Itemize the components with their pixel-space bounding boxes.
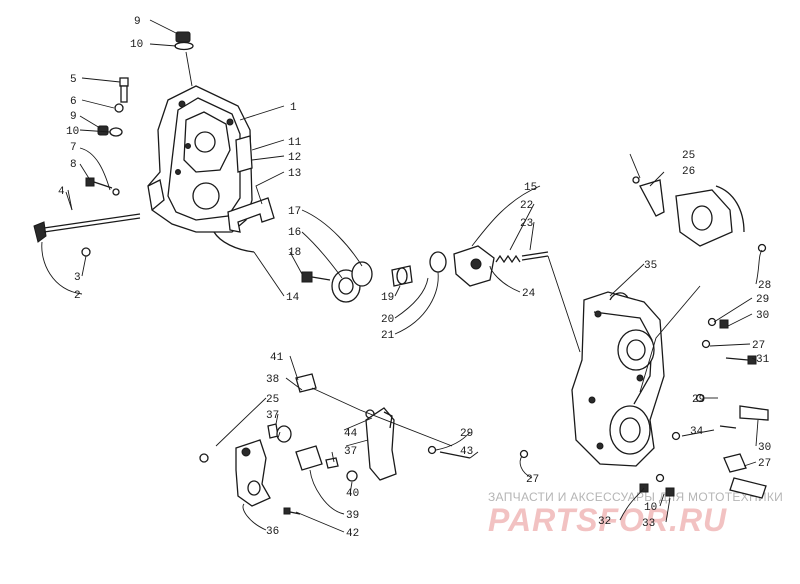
callout-43: 43 [460, 446, 473, 458]
callout-10: 10 [66, 126, 79, 138]
vent-fitting [114, 77, 129, 113]
callout-27: 27 [526, 474, 539, 486]
top-bracket [632, 176, 745, 247]
callout-34: 34 [690, 426, 704, 438]
callout-6: 6 [70, 96, 77, 108]
gear-case [571, 291, 665, 467]
bracket [227, 197, 275, 233]
callout-39: 39 [346, 510, 359, 522]
callout-37: 37 [266, 410, 279, 422]
callout-27: 27 [752, 340, 765, 352]
drain-plug [97, 125, 123, 137]
callout-29: 29 [460, 428, 473, 440]
callout-25: 25 [266, 394, 279, 406]
callout-20: 20 [381, 314, 394, 326]
callout-12: 12 [288, 152, 301, 164]
callout-18: 18 [288, 247, 301, 259]
leader-lines [41, 19, 763, 533]
callout-27: 27 [758, 458, 771, 470]
callout-41: 41 [270, 352, 284, 364]
callout-13: 13 [288, 168, 301, 180]
callout-9: 9 [134, 16, 141, 28]
callout-7: 7 [70, 142, 77, 154]
callout-25: 25 [682, 150, 695, 162]
callout-11: 11 [288, 137, 302, 149]
callout-40: 40 [346, 488, 359, 500]
callout-19: 19 [381, 292, 394, 304]
callout-21: 21 [381, 330, 395, 342]
callout-2: 2 [74, 290, 81, 302]
callout-29: 29 [756, 294, 769, 306]
callout-3: 3 [74, 272, 81, 284]
callout-30: 30 [756, 310, 769, 322]
callout-labels: 9 10 5 6 9 10 7 8 4 3 2 1 11 12 13 14 17… [58, 16, 771, 540]
watermark: ЗАПЧАСТИ И АКСЕССУАРЫ ДЛЯ МОТОТЕХНИКИ PA… [488, 490, 783, 538]
callout-44: 44 [344, 428, 358, 440]
callout-37: 37 [344, 446, 357, 458]
callout-23: 23 [520, 218, 533, 230]
callout-14: 14 [286, 292, 300, 304]
gasket-plate [235, 135, 253, 173]
callout-38: 38 [266, 374, 279, 386]
fill-cap [174, 31, 194, 87]
callout-9: 9 [70, 111, 77, 123]
callout-42: 42 [346, 528, 359, 540]
tensioner-group [301, 245, 549, 303]
callout-5: 5 [70, 74, 77, 86]
callout-36: 36 [266, 526, 279, 538]
watermark-logo: PARTSFOR.RU [488, 502, 727, 538]
callout-10: 10 [130, 39, 143, 51]
callout-33: 33 [642, 518, 655, 530]
callout-22: 22 [520, 200, 533, 212]
callout-8: 8 [70, 159, 77, 171]
callout-26: 26 [682, 166, 695, 178]
cover-bolt [85, 177, 120, 196]
callout-32: 32 [598, 516, 611, 528]
callout-35: 35 [644, 260, 657, 272]
callout-1: 1 [290, 102, 297, 114]
callout-29: 29 [692, 394, 705, 406]
o-ring-cord [213, 231, 255, 253]
callout-10: 10 [644, 502, 657, 514]
callout-31: 31 [756, 354, 770, 366]
callout-4: 4 [58, 186, 65, 198]
brake-shaft [33, 191, 141, 243]
callout-17: 17 [288, 206, 301, 218]
callout-30: 30 [758, 442, 771, 454]
callout-15: 15 [524, 182, 537, 194]
callout-28: 28 [758, 280, 771, 292]
chaincase-cover [147, 85, 253, 233]
caliper-group [199, 373, 471, 515]
callout-16: 16 [288, 227, 301, 239]
nut-3 [81, 247, 91, 257]
callout-24: 24 [522, 288, 536, 300]
